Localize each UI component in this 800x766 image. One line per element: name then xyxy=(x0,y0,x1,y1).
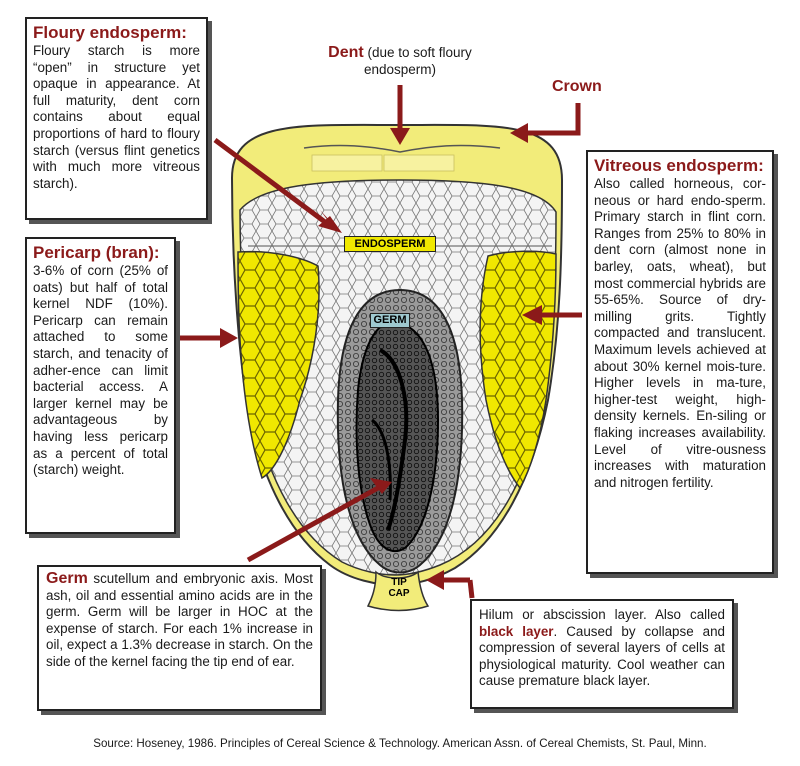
embryonic-axis xyxy=(355,320,440,553)
floury-endosperm-text: Floury starch is more “open” in structur… xyxy=(33,43,200,191)
hilum-body-before: Hilum or abscission layer. Also called xyxy=(479,607,725,622)
germ-title: Germ xyxy=(46,570,88,587)
vitreous-endosperm-left xyxy=(237,250,320,480)
hilum-body-after: . Caused by collapse and compression of … xyxy=(479,623,725,689)
floury-endosperm-box: Floury endosperm: Floury starch is more … xyxy=(25,17,208,220)
dent-label: Dent (due to soft floury endosperm) xyxy=(310,44,490,78)
pericarp-title: Pericarp (bran): xyxy=(33,243,160,262)
germ-body: scutellum and embryonic axis. Most ash, … xyxy=(46,571,313,669)
germ-tag: GERM xyxy=(370,313,410,328)
arrows xyxy=(178,85,582,599)
tip-cap-region xyxy=(366,570,430,612)
germ-box: Germ scutellum and embryonic axis. Most … xyxy=(37,565,322,711)
tip-cap-tag-line1: TIP xyxy=(391,577,407,588)
pericarp-box: Pericarp (bran): 3-6% of corn (25% of oa… xyxy=(25,237,176,534)
germ-text: Germ scutellum and embryonic axis. Most … xyxy=(46,570,313,671)
dent-note: (due to soft floury endosperm) xyxy=(363,45,472,77)
crown-label: Crown xyxy=(552,78,602,95)
hilum-text: Hilum or abscission layer. Also called b… xyxy=(479,607,725,690)
tip-cap-tag-line2: CAP xyxy=(388,588,410,599)
vitreous-endosperm-title: Vitreous endosperm: xyxy=(594,156,764,175)
hilum-box: Hilum or abscission layer. Also called b… xyxy=(470,599,734,709)
floury-endosperm-title: Floury endosperm: xyxy=(33,23,187,42)
pericarp-text: 3-6% of corn (25% of oats) but half of t… xyxy=(33,263,168,478)
vitreous-endosperm-box: Vitreous endosperm: Also called horneous… xyxy=(586,150,774,574)
dent-title: Dent xyxy=(328,44,364,61)
source-citation: Source: Hoseney, 1986. Principles of Cer… xyxy=(93,737,707,750)
vitreous-endosperm-text: Also called horneous, cor-neous or hard … xyxy=(594,176,766,490)
endosperm-tag: ENDOSPERM xyxy=(344,236,436,252)
black-layer-highlight: black layer xyxy=(479,623,554,639)
